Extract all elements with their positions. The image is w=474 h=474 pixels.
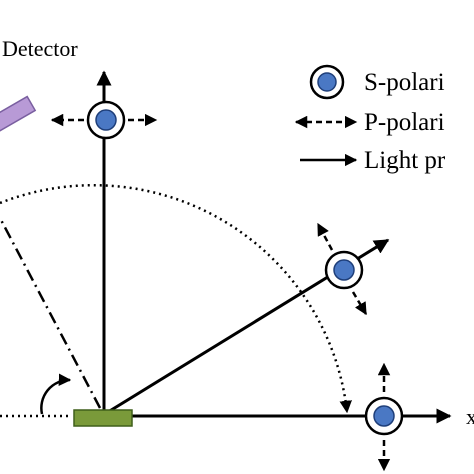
detector-block xyxy=(0,95,37,133)
sample-rectangle xyxy=(73,409,133,427)
detector-label: Detector xyxy=(2,36,78,61)
polarization-marker-diagonal xyxy=(316,222,368,316)
angle-arrow xyxy=(40,373,72,415)
polarization-marker-right xyxy=(364,362,404,472)
legend-item-light-propagation: Light pr xyxy=(300,147,446,174)
detector-dash-dot-line xyxy=(0,217,102,409)
polarization-marker-top xyxy=(50,100,158,140)
x-axis-label: x xyxy=(466,404,474,429)
legend-item-s-polarization: S-polari xyxy=(309,64,445,100)
legend-label-p-polarization: P-polari xyxy=(364,109,445,136)
legend: S-polari P-polari Light pr xyxy=(294,64,446,174)
legend-label-s-polarization: S-polari xyxy=(364,69,445,96)
legend-label-light-propagation: Light pr xyxy=(364,147,446,174)
legend-item-p-polarization: P-polari xyxy=(294,109,445,136)
